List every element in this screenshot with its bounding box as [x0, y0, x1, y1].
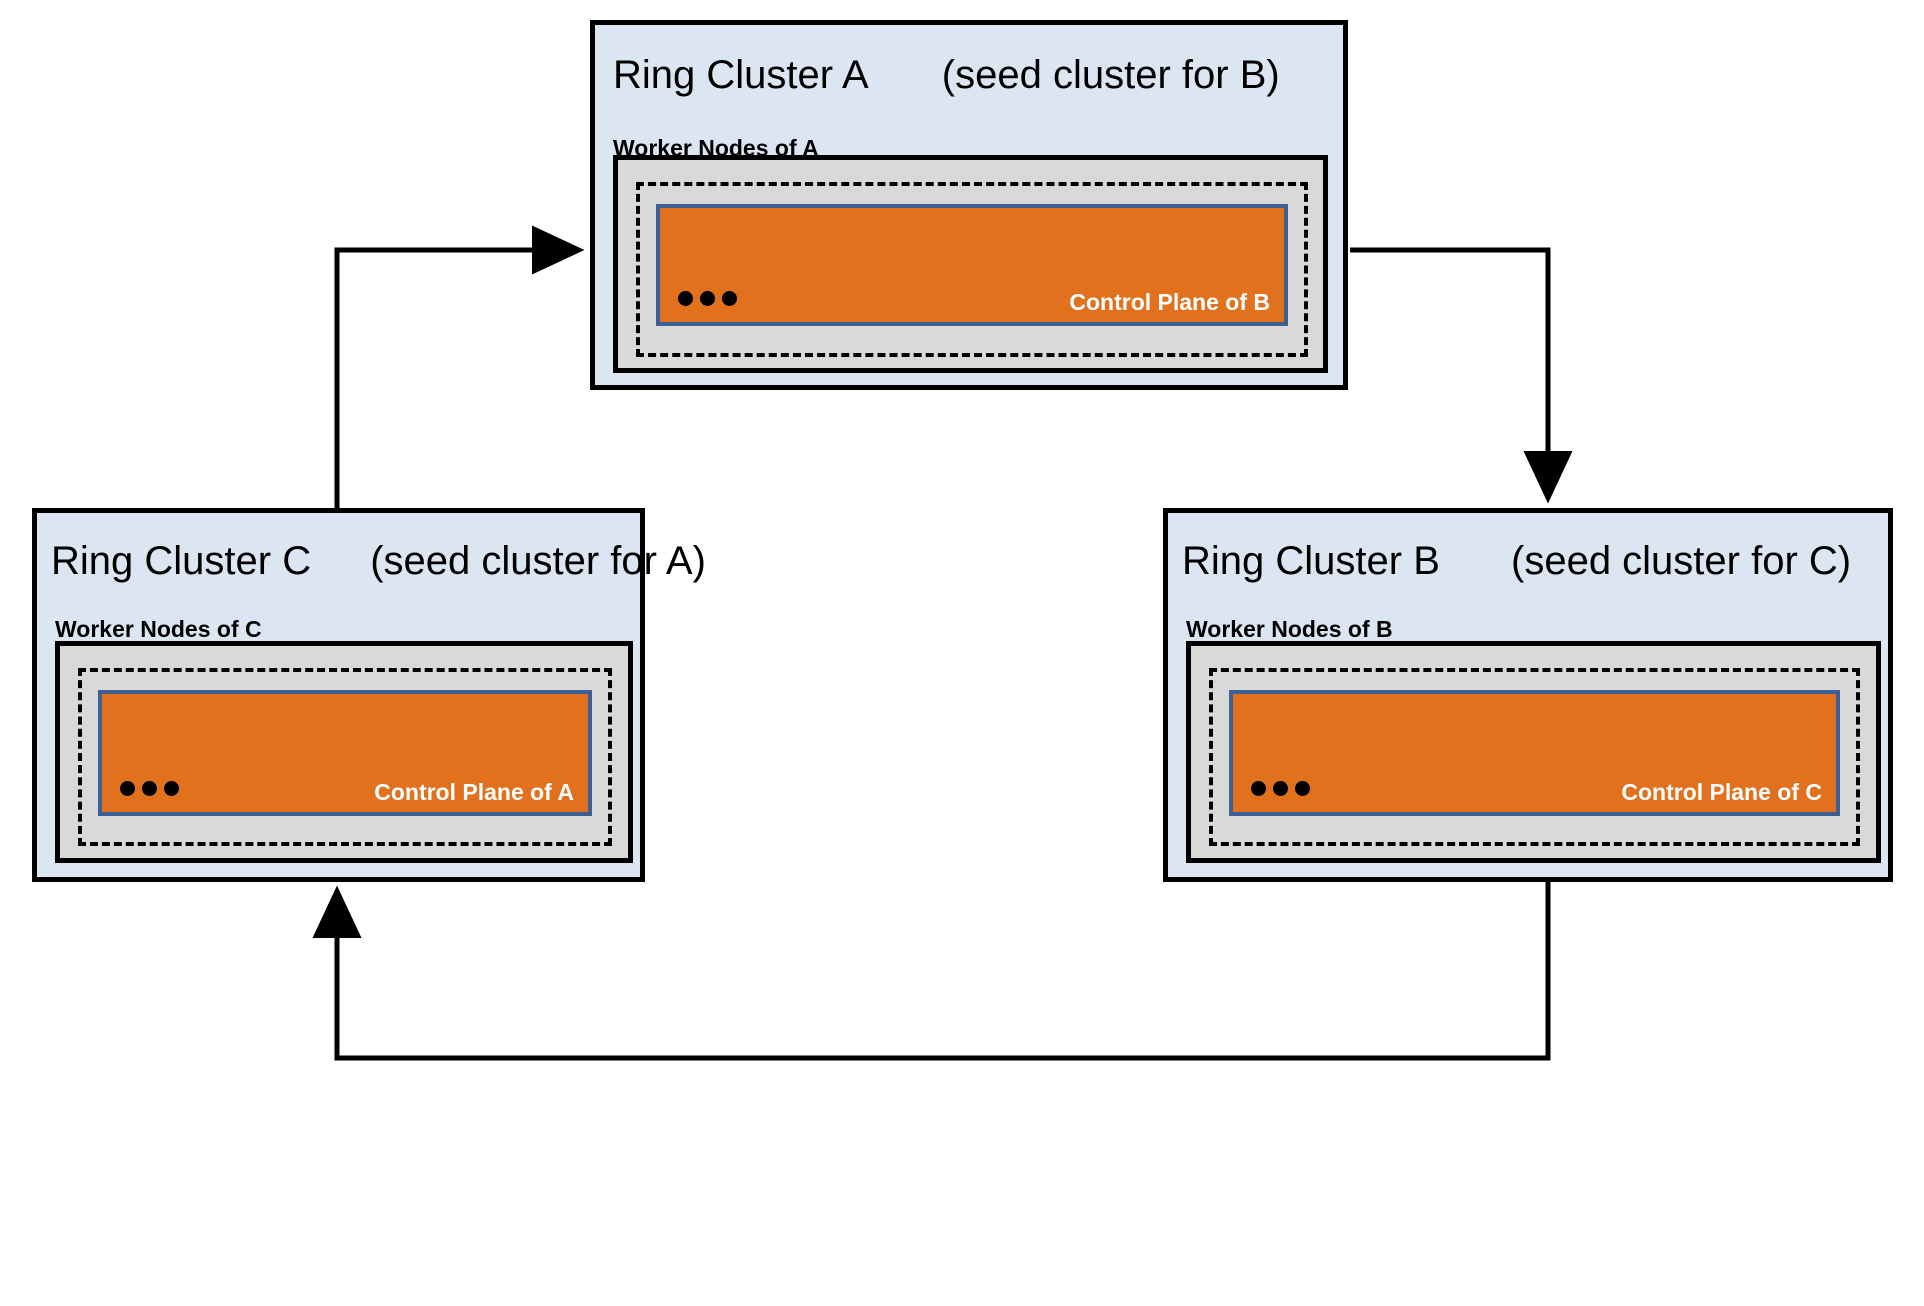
ring-cluster-b[interactable]: Ring Cluster B (seed cluster for C) Work… — [1163, 508, 1893, 882]
ring-cluster-a-title: Ring Cluster A (seed cluster for B) — [613, 55, 1280, 95]
control-plane-of-a-label: Control Plane of A — [374, 779, 574, 805]
worker-nodes-of-c-label: Worker Nodes of C — [55, 616, 262, 642]
node-group-a-dashed-box — [636, 182, 1308, 357]
ring-cluster-c[interactable]: Ring Cluster C (seed cluster for A) Work… — [32, 508, 706, 882]
ring-cluster-a[interactable]: Ring Cluster A (seed cluster for B) Work… — [590, 20, 1348, 390]
control-plane-of-b-label: Control Plane of B — [1069, 289, 1270, 315]
ring-cluster-a-seed-note: (seed cluster for B) — [941, 53, 1280, 97]
more-nodes-ellipsis-icon — [120, 781, 179, 796]
ring-cluster-c-name: Ring Cluster C — [51, 539, 312, 583]
ring-cluster-b-title: Ring Cluster B (seed cluster for C) — [1182, 541, 1851, 581]
ring-cluster-c-title: Ring Cluster C (seed cluster for A) — [51, 541, 706, 581]
control-plane-of-c-label: Control Plane of C — [1621, 779, 1822, 805]
ring-cluster-c-seed-note: (seed cluster for A) — [370, 539, 706, 583]
arrow-b-to-c — [312, 882, 1551, 1061]
arrow-a-to-b — [1350, 247, 1573, 504]
worker-nodes-of-b-box[interactable]: Control Plane of C — [1186, 641, 1881, 863]
control-plane-of-a-box[interactable]: Control Plane of A — [98, 690, 592, 816]
control-plane-of-c-box[interactable]: Control Plane of C — [1229, 690, 1840, 816]
worker-nodes-of-c-box[interactable]: Control Plane of A — [55, 641, 633, 863]
worker-nodes-of-b-label: Worker Nodes of B — [1186, 616, 1393, 642]
control-plane-of-b-box[interactable]: Control Plane of B — [656, 204, 1288, 326]
node-group-c-dashed-box — [78, 668, 612, 846]
worker-nodes-of-a-label: Worker Nodes of A — [613, 135, 819, 161]
ring-cluster-b-seed-note: (seed cluster for C) — [1511, 539, 1852, 583]
ring-cluster-b-name: Ring Cluster B — [1182, 539, 1440, 583]
ring-cluster-a-name: Ring Cluster A — [613, 53, 869, 97]
more-nodes-ellipsis-icon — [1251, 781, 1310, 796]
worker-nodes-of-a-box[interactable]: Control Plane of B — [613, 155, 1328, 373]
more-nodes-ellipsis-icon — [678, 291, 737, 306]
node-group-b-dashed-box — [1209, 668, 1860, 846]
